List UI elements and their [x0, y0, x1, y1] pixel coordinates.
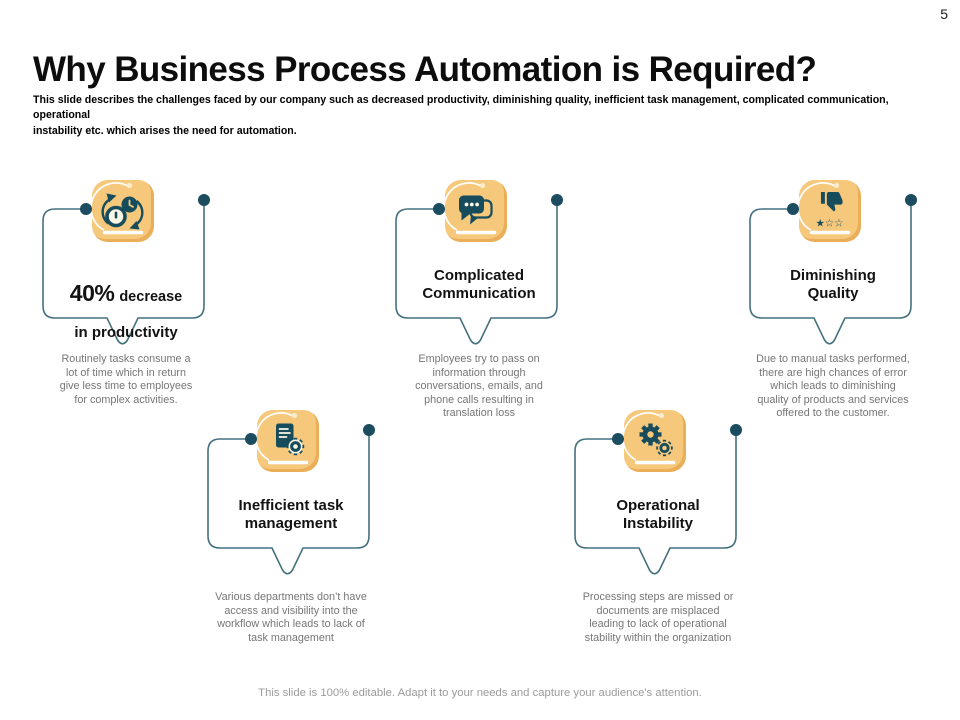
callout-title: Diminishing Quality [790, 267, 876, 302]
speech-bubble-outline [395, 194, 563, 345]
thumbs-down-rating-icon: ★ ☆ ☆ [799, 182, 851, 235]
icon-badge [257, 410, 319, 472]
stat-value: 40% [69, 280, 115, 306]
icon-badge [92, 180, 154, 242]
callout-task-management: Inefficient task management Various depa… [201, 400, 381, 675]
connector-dot-left [80, 203, 92, 215]
connector-dot-right [730, 424, 742, 436]
callout-quality: ★ ☆ ☆ Diminishing Quality Due to manual … [743, 170, 923, 445]
page-number: 5 [940, 6, 948, 22]
connector-dot-right [905, 194, 917, 206]
callout-productivity: 40%decrease in productivity Routinely ta… [36, 170, 216, 445]
document-gear-icon [257, 412, 309, 465]
callout-communication: Complicated Communication Employees try … [389, 170, 569, 445]
callout-description: Processing steps are missed or documents… [582, 591, 734, 644]
connector-dot-right [363, 424, 375, 436]
svg-text:☆: ☆ [834, 218, 843, 230]
slide-title: Why Business Process Automation is Requi… [33, 50, 817, 90]
callout-description: Various departments don’t have access an… [215, 591, 367, 644]
connector-dot-right [198, 194, 210, 206]
speech-bubble-outline [207, 424, 375, 575]
icon-badge: ★ ☆ ☆ [799, 180, 861, 242]
stat-label: decrease [119, 289, 183, 305]
connector-dot-right [551, 194, 563, 206]
callout-title: Inefficient task management [238, 497, 344, 532]
slide-subtitle: This slide describes the challenges face… [33, 94, 889, 137]
callout-title: Complicated Communication [422, 267, 536, 302]
connector-dot-left [433, 203, 445, 215]
speech-bubble-outline [574, 424, 742, 575]
callout-description: Routinely tasks consume a lot of time wh… [59, 353, 193, 406]
speech-bubble-outline [749, 194, 917, 345]
efficiency-clocks-icon [92, 182, 144, 235]
chat-bubbles-icon [445, 182, 497, 235]
connector-dot-left [787, 203, 799, 215]
icon-badge [445, 180, 507, 242]
callout-title: Operational Instability [616, 497, 700, 532]
callout-title: 40%decrease in productivity [38, 262, 214, 360]
svg-text:☆: ☆ [825, 218, 834, 230]
footer-note: This slide is 100% editable. Adapt it to… [258, 687, 702, 699]
stat-label-line2: in productivity [74, 324, 178, 342]
svg-text:★: ★ [816, 218, 825, 230]
connector-dot-left [612, 433, 624, 445]
icon-badge [624, 410, 686, 472]
connector-dot-left [245, 433, 257, 445]
speech-bubble-outline [42, 194, 210, 345]
callout-operational-instability: Operational Instability Processing steps… [568, 400, 748, 675]
gears-icon [624, 412, 676, 465]
stat-line: 40%decrease [38, 280, 214, 306]
callout-description: Due to manual tasks performed, there are… [756, 353, 910, 420]
callout-description: Employees try to pass on information thr… [415, 353, 543, 420]
